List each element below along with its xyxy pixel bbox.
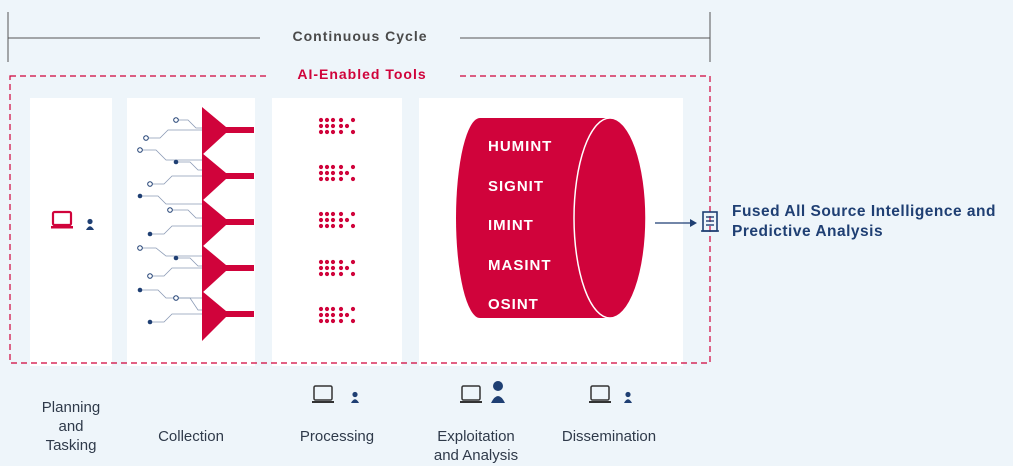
continuous-cycle-title: Continuous Cycle — [260, 28, 460, 44]
source-humint: HUMINT — [488, 138, 553, 155]
circuit-lines — [140, 119, 206, 323]
laptop-icon — [589, 385, 611, 403]
funnel-icon — [202, 245, 254, 293]
source-osint: OSINT — [488, 296, 539, 313]
stage-label-collection: Collection — [158, 428, 224, 445]
stage-label-exploitation: Exploitation and Analysis — [433, 428, 519, 464]
laptop-icon — [312, 385, 334, 403]
laptop-icon — [51, 210, 73, 229]
funnel-icon — [202, 153, 254, 201]
source-imint: IMINT — [488, 217, 534, 234]
person-icon — [351, 391, 359, 403]
stage-label-dissemination: Dissemination — [561, 428, 657, 445]
funnel-icon — [202, 107, 254, 155]
funnel-icon — [202, 291, 254, 341]
source-masint: MASINT — [488, 257, 552, 274]
processing-dot-grids — [318, 117, 356, 324]
processing-panel — [272, 98, 402, 366]
person-icon — [624, 391, 632, 403]
source-signit: SIGNIT — [488, 178, 545, 195]
person-icon — [491, 381, 505, 403]
database-cylinder-icon — [456, 117, 647, 319]
laptop-icon — [460, 385, 482, 403]
document-icon — [701, 211, 719, 232]
funnel-icon — [202, 199, 254, 247]
person-icon — [86, 218, 94, 230]
stage-label-planning: Planning and Tasking — [41, 399, 101, 454]
stage-label-processing: Processing — [299, 428, 375, 445]
dot-grid-icon — [318, 164, 356, 182]
dot-grid-icon — [318, 306, 356, 324]
circuit-nodes — [137, 117, 179, 325]
fused-intelligence-label: Fused All Source Intelligence and Predic… — [732, 203, 996, 240]
funnel-icons — [202, 107, 254, 341]
arrow-right-icon — [655, 219, 697, 227]
planning-panel — [30, 98, 112, 366]
dot-grid-icon — [318, 211, 356, 229]
dot-grid-icon — [318, 259, 356, 277]
dot-grid-icon — [318, 117, 356, 135]
ai-enabled-tools-title: AI-Enabled Tools — [268, 66, 456, 82]
